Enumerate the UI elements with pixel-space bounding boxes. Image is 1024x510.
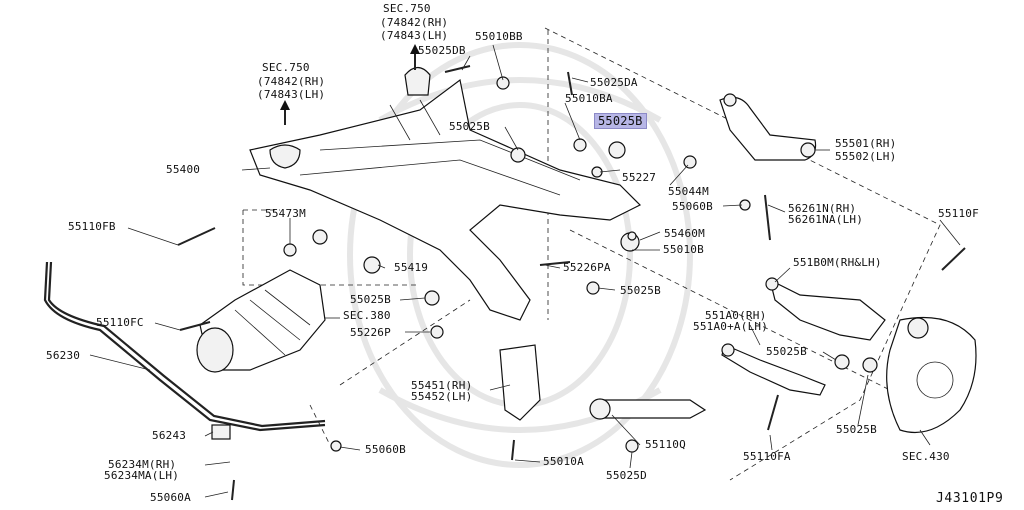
label-551b0m: 551B0M(RH&LH) xyxy=(793,256,882,269)
direction-arrows xyxy=(280,44,420,125)
diagram-code: J43101P9 xyxy=(936,491,1004,506)
label-55010b: 55010B xyxy=(663,243,704,256)
label-55400: 55400 xyxy=(166,163,201,176)
label-55010ba: 55010BA xyxy=(565,92,613,105)
lower-arm-551b0m xyxy=(765,277,886,341)
label-sec750-left-rh: (74842(RH) xyxy=(257,75,326,88)
label-55110fc: 55110FC xyxy=(96,316,144,329)
axle-knuckle xyxy=(886,316,977,434)
bracket-55451 xyxy=(499,344,541,421)
label-55025b-c: 55025B xyxy=(350,293,391,306)
fasteners xyxy=(177,65,966,501)
label-55010a: 55010A xyxy=(543,455,584,468)
label-sec380: SEC.380 xyxy=(343,309,391,322)
label-55025db: 55025DB xyxy=(418,44,466,57)
label-sec750-top-rh: (74842(RH) xyxy=(380,16,449,29)
label-55227: 55227 xyxy=(622,171,657,184)
label-sec430: SEC.430 xyxy=(902,450,950,463)
label-55025b-b: 55025B xyxy=(620,284,661,297)
label-55010bb: 55010BB xyxy=(475,30,523,43)
label-55226pa: 55226PA xyxy=(563,261,611,274)
label-55110fb: 55110FB xyxy=(68,220,116,233)
label-55060a: 55060A xyxy=(150,491,191,504)
label-551a0a-lh: 551A0+A(LH) xyxy=(693,320,769,333)
label-sec750-left-lh: (74843(LH) xyxy=(257,88,326,101)
label-56234ma-lh: 56234MA(LH) xyxy=(104,469,180,482)
label-551a0-rh: 551A0(RH) xyxy=(705,309,767,322)
label-56261na-lh: 56261NA(LH) xyxy=(788,213,864,226)
label-sec750-left: SEC.750 xyxy=(262,61,310,74)
label-55460m: 55460M xyxy=(664,227,705,240)
label-sec750-top: SEC.750 xyxy=(383,2,431,15)
label-55025b-highlighted[interactable]: 55025B xyxy=(594,113,647,129)
label-55473m: 55473M xyxy=(265,207,306,220)
label-55502-lh: 55502(LH) xyxy=(835,150,897,163)
label-56234m-rh: 56234M(RH) xyxy=(108,458,177,471)
stabilizer-bar-56230 xyxy=(43,261,326,440)
label-55044m: 55044M xyxy=(668,185,709,198)
label-55025da: 55025DA xyxy=(590,76,638,89)
label-56243: 56243 xyxy=(152,429,187,442)
label-55452-lh: 55452(LH) xyxy=(411,390,473,403)
label-55419: 55419 xyxy=(394,261,429,274)
label-55110q: 55110Q xyxy=(645,438,686,451)
label-55025b-d: 55025B xyxy=(766,345,807,358)
label-sec750-top-lh: (74843(LH) xyxy=(380,29,449,42)
label-55060b: 55060B xyxy=(672,200,713,213)
label-55501-rh: 55501(RH) xyxy=(835,137,897,150)
toe-link-551a0 xyxy=(721,343,826,396)
label-55025b-a: 55025B xyxy=(449,120,490,133)
label-55451-rh: 55451(RH) xyxy=(411,379,473,392)
label-55025d: 55025D xyxy=(606,469,647,482)
label-55110fa: 55110FA xyxy=(743,450,791,463)
label-55110f: 55110F xyxy=(938,207,979,220)
upper-link-55501 xyxy=(719,93,817,161)
link-55110q xyxy=(589,398,707,420)
label-56230: 56230 xyxy=(46,349,81,362)
label-55060b-b: 55060B xyxy=(365,443,406,456)
label-56261n-rh: 56261N(RH) xyxy=(788,202,857,215)
label-55025b-e: 55025B xyxy=(836,423,877,436)
rear-subframe-55400 xyxy=(249,66,642,321)
differential-unit xyxy=(196,269,326,373)
label-55226p: 55226P xyxy=(350,326,391,339)
leader-lines xyxy=(89,44,961,498)
